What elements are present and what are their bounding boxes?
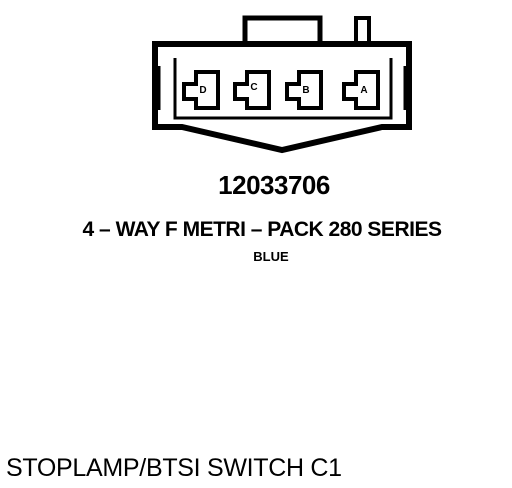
connector-color: BLUE xyxy=(253,249,289,264)
connector-lock-tab xyxy=(354,16,371,44)
pin-cavity-d: D xyxy=(182,70,220,110)
connector-housing xyxy=(152,41,412,154)
pin-label-c: C xyxy=(250,82,257,93)
pin-cavity-c: C xyxy=(233,70,271,110)
pin-cavity-a: A xyxy=(342,70,380,110)
pin-label-d: D xyxy=(199,85,206,96)
pin-cavity-b: B xyxy=(285,70,323,110)
part-number: 12033706 xyxy=(218,170,330,200)
connector-inner-frame xyxy=(173,58,393,120)
pin-label-b: B xyxy=(302,85,309,96)
connector-diagram: D C B A xyxy=(152,15,412,154)
connector-description: 4 – WAY F METRI – PACK 280 SERIES xyxy=(82,218,442,241)
pin-label-a: A xyxy=(360,85,367,96)
component-caption: STOPLAMP/BTSI SWITCH C1 xyxy=(6,454,342,482)
connector-latch xyxy=(242,15,323,44)
